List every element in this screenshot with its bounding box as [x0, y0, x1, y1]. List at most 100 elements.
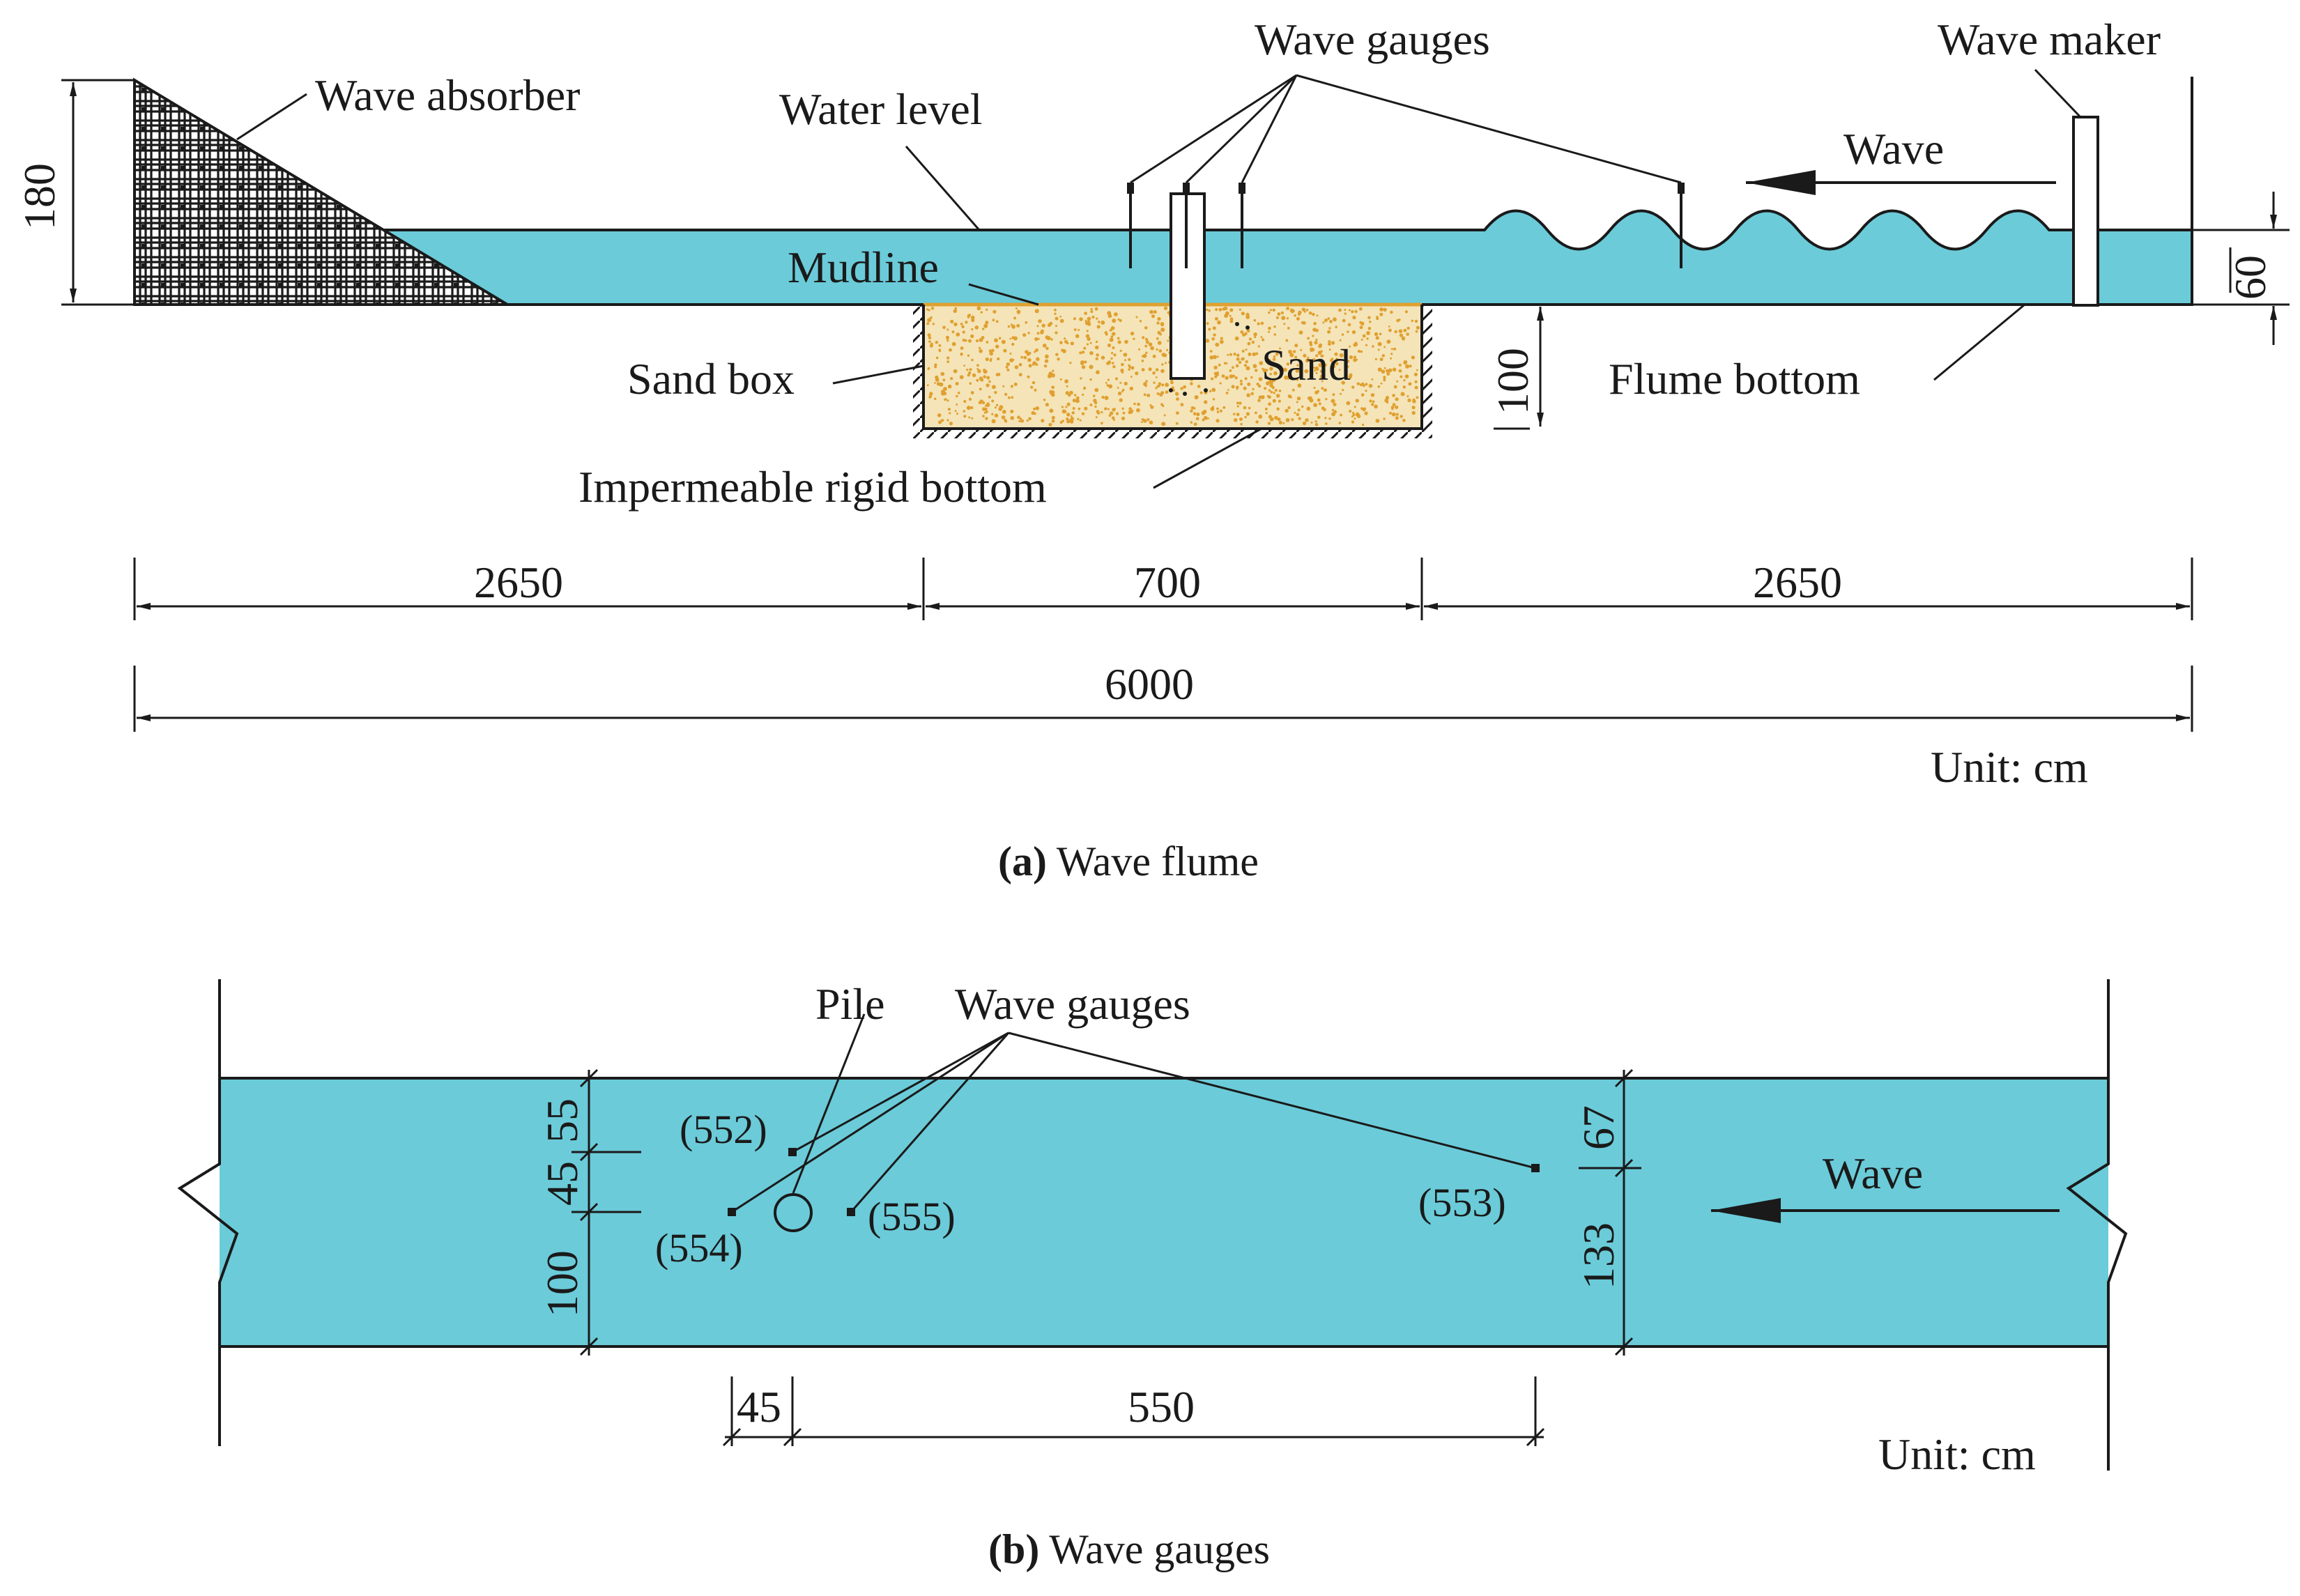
sand-grain: [1328, 327, 1331, 330]
sand-grain: [1009, 337, 1012, 340]
sand-grain: [1297, 408, 1301, 412]
sand-grain: [983, 375, 986, 378]
sand-grain: [983, 407, 988, 411]
sand-grain: [1114, 377, 1119, 381]
sand-grain: [1310, 376, 1314, 380]
sand-grain: [1143, 419, 1147, 423]
sand-grain: [932, 323, 935, 325]
sand-grain: [1133, 402, 1136, 406]
sand-grain: [1395, 397, 1399, 401]
sand-grain: [1123, 353, 1128, 357]
sand-grain: [1172, 389, 1175, 392]
sand-grain: [1010, 416, 1014, 420]
sand-grain: [1314, 341, 1318, 345]
sand-grain: [1107, 378, 1110, 381]
sand-grain: [1296, 378, 1299, 381]
sand-grain: [1301, 405, 1304, 408]
sand-grain: [1233, 353, 1236, 356]
sand-grain: [1010, 385, 1013, 388]
sand-grain: [1411, 406, 1416, 410]
sand-grain: [1157, 341, 1162, 345]
sand-grain: [951, 330, 955, 334]
sand-grain: [1298, 310, 1302, 315]
sand-grain: [1379, 312, 1383, 316]
sand-grain: [1109, 337, 1114, 342]
sand-grain: [1218, 307, 1222, 312]
sand-grain: [1239, 417, 1243, 421]
sand-grain: [1065, 391, 1070, 395]
sand-grain: [1359, 325, 1363, 330]
sand-grain: [1296, 401, 1298, 404]
sand-grain: [930, 316, 933, 319]
sand-grain: [1084, 312, 1087, 315]
sand-grain: [1316, 314, 1319, 317]
sand-grain: [1386, 398, 1388, 401]
sand-grain: [1319, 369, 1324, 373]
sand-grain: [968, 371, 972, 375]
sand-grain: [1414, 385, 1418, 390]
sand-grain: [1059, 421, 1063, 424]
sand-grain: [1111, 332, 1114, 336]
sand-grain: [1400, 392, 1405, 397]
dim-horizontal-a: [133, 558, 2193, 732]
sand-grain: [1372, 400, 1375, 403]
sand-grain: [1206, 322, 1209, 325]
sand-grain: [971, 328, 974, 331]
sand-grain: [1155, 376, 1158, 378]
sand-grain: [1308, 311, 1312, 315]
sand-grain: [1096, 410, 1100, 414]
sand-grain: [1084, 360, 1087, 364]
sand-grain: [1163, 414, 1166, 417]
sand-grain: [1403, 360, 1408, 365]
sand-grain: [1110, 357, 1113, 360]
sand-grain: [1404, 374, 1409, 378]
sand-grain: [1415, 330, 1418, 333]
sand-grain: [1043, 344, 1047, 348]
sand-grain: [1160, 323, 1164, 327]
sand-grain: [1338, 369, 1341, 371]
sand-grain: [1101, 320, 1105, 325]
sand-grain: [1207, 417, 1209, 420]
sand-grain: [1325, 422, 1328, 425]
sand-grain: [1277, 312, 1281, 316]
sand-grain: [1190, 382, 1193, 385]
sand-grain: [963, 415, 967, 418]
sand-grain: [1296, 364, 1299, 367]
sand-grain: [1268, 311, 1271, 314]
sand-grain: [997, 357, 1000, 361]
sand-grain: [1269, 381, 1273, 385]
sand-grain: [1112, 365, 1116, 369]
sand-grain: [1066, 385, 1068, 388]
sand-grain: [954, 307, 958, 310]
sand-grain: [1285, 417, 1290, 422]
sand-grain: [1315, 371, 1318, 374]
sand-grain: [1117, 340, 1121, 344]
sand-grain: [1145, 351, 1148, 354]
sand-grain: [1216, 410, 1220, 413]
sand-grain: [1409, 365, 1412, 368]
sand-grain: [1066, 413, 1071, 417]
sand-grain: [1156, 348, 1158, 351]
sand-grain: [985, 321, 989, 325]
sand-grain: [1202, 418, 1205, 422]
sand-grain: [961, 325, 965, 328]
sand-grain: [1083, 346, 1087, 350]
sand-grain: [1227, 389, 1229, 391]
sand-grain: [1253, 332, 1257, 337]
sand-grain: [1149, 309, 1153, 314]
sand-grain: [1268, 330, 1271, 333]
sand-grain: [1119, 398, 1123, 402]
sand-grain: [951, 342, 956, 346]
sand-grain: [991, 413, 994, 415]
sand-grain: [1413, 372, 1418, 376]
sand-grain: [1313, 322, 1317, 325]
sand-grain: [977, 369, 981, 374]
sand-grain: [1142, 353, 1147, 358]
sand-grain: [1340, 413, 1342, 417]
sand-grain: [1314, 366, 1319, 371]
sand-grain: [1344, 312, 1347, 315]
sand-grain: [1035, 406, 1040, 410]
sand-grain: [1001, 339, 1006, 344]
sand-grain: [1163, 306, 1168, 310]
sand-grain: [1160, 391, 1165, 395]
